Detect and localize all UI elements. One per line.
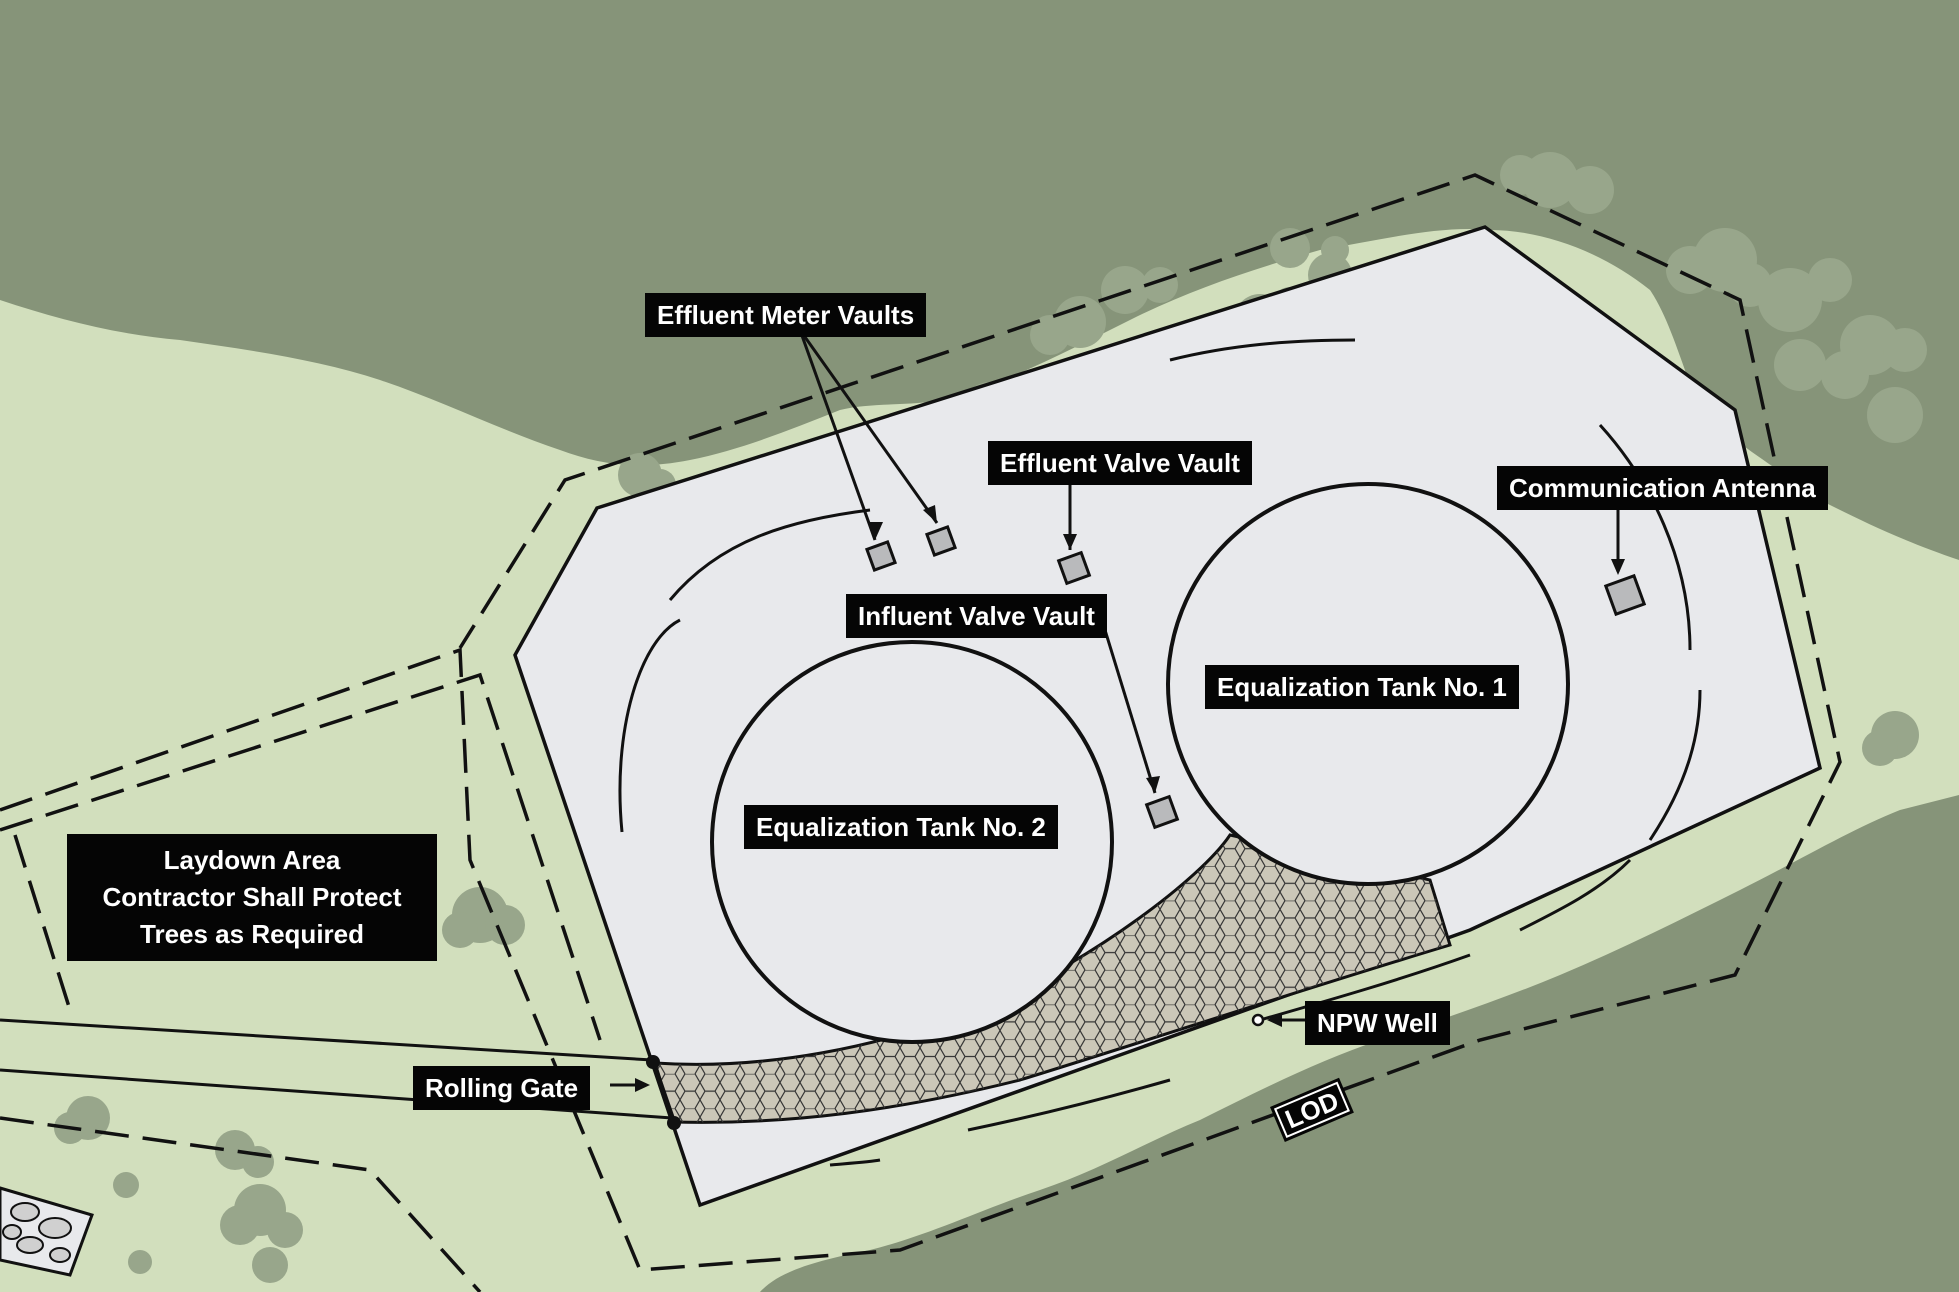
lod-boundary <box>0 173 1842 1292</box>
npw-well <box>1251 1013 1265 1027</box>
label-tank-1: Equalization Tank No. 1 <box>1205 665 1519 709</box>
label-rolling-gate: Rolling Gate <box>413 1066 591 1110</box>
inner-drive-arcs <box>618 338 1702 1167</box>
access-road <box>0 1018 673 1120</box>
laydown-line-1: Laydown Area <box>163 845 341 875</box>
stone-area <box>0 1186 94 1277</box>
label-influent-valve-vault: Influent Valve Vault <box>846 594 1107 638</box>
forest-bottom <box>760 795 1959 1292</box>
rolling-gate-post <box>646 1055 681 1130</box>
effluent-meter-vault-b <box>924 524 958 558</box>
arrowheads <box>635 505 1625 1092</box>
label-communication-antenna: Communication Antenna <box>1497 466 1828 510</box>
effluent-meter-vault-a <box>864 539 898 573</box>
vaults <box>864 524 1647 830</box>
communication-antenna-base <box>1603 573 1647 617</box>
effluent-valve-vault <box>1056 550 1092 586</box>
label-npw-well: NPW Well <box>1305 1001 1450 1045</box>
label-effluent-meter-vaults: Effluent Meter Vaults <box>645 293 927 337</box>
label-tank-2: Equalization Tank No. 2 <box>744 805 1058 849</box>
label-laydown-area: Laydown Area Contractor Shall Protect Tr… <box>67 834 437 961</box>
forest-top <box>0 0 1959 560</box>
influent-valve-vault <box>1144 794 1180 830</box>
label-effluent-valve-vault: Effluent Valve Vault <box>988 441 1252 485</box>
laydown-line-2: Contractor Shall Protect <box>102 882 402 912</box>
laydown-line-3: Trees as Required <box>140 919 364 949</box>
